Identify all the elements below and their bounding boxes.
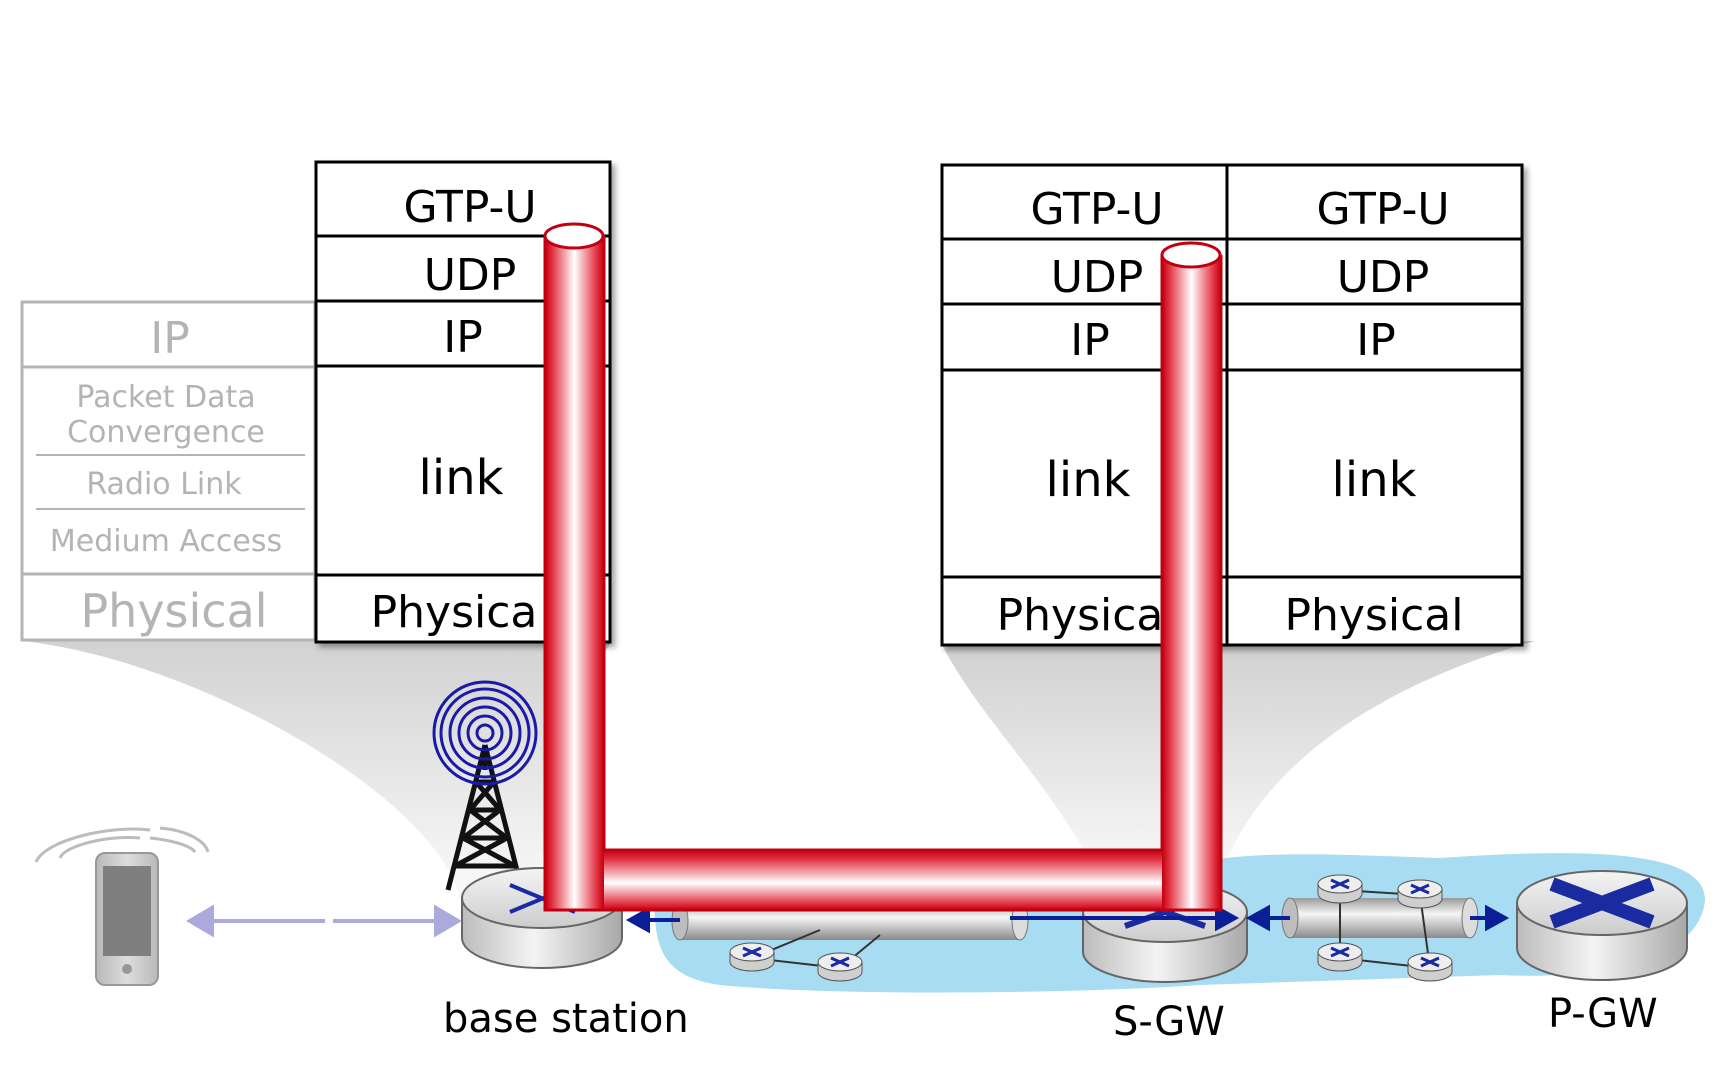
phone-signal-icon: [34, 826, 210, 863]
phone-icon: [95, 852, 159, 986]
mini-router-e: [1317, 942, 1363, 972]
mini-router-c: [1317, 874, 1363, 904]
backhaul-pipe-2: [1281, 897, 1479, 939]
sgw-right-physical-label: Physical: [1285, 590, 1464, 641]
bs-physical-label: Physica: [371, 587, 538, 638]
sgw-left-ip-label: IP: [1070, 315, 1110, 366]
ue-pdcp-label-2: Convergence: [67, 415, 265, 450]
air-interface-arrow: [186, 904, 462, 938]
mini-router-d: [1397, 879, 1443, 909]
sgw-stack: [940, 163, 1524, 647]
ue-stack: [20, 300, 317, 642]
mini-router-a: [729, 942, 775, 972]
base-station-label: base station: [443, 996, 689, 1042]
gtp-tunnel: [543, 222, 1223, 912]
bs-udp-label: UDP: [424, 250, 517, 301]
ue-rlc-label: Radio Link: [86, 467, 242, 502]
sgw-left-gtpu-label: GTP-U: [1030, 184, 1163, 235]
base-station-router-icon: [461, 867, 623, 969]
bs-gtpu-label: GTP-U: [403, 182, 536, 233]
mini-router-f: [1407, 952, 1453, 982]
sgw-right-ip-label: IP: [1356, 315, 1396, 366]
sgw-right-udp-label: UDP: [1337, 252, 1430, 303]
cell-tower-icon: [445, 744, 525, 891]
pgw-router-icon: [1516, 870, 1688, 981]
sgw-right-gtpu-label: GTP-U: [1316, 184, 1449, 235]
bs-link-label: link: [419, 450, 504, 506]
sgw-left-link-label: link: [1046, 452, 1131, 508]
sgw-label: S-GW: [1113, 999, 1225, 1045]
link-arrows: [625, 904, 1510, 934]
bs-ip-label: IP: [443, 312, 483, 363]
sgw-right-link-label: link: [1332, 452, 1417, 508]
ue-pdcp-label-1: Packet Data: [76, 380, 255, 415]
ue-mac-label: Medium Access: [50, 524, 282, 559]
sgw-left-udp-label: UDP: [1051, 252, 1144, 303]
sgw-fan: [940, 641, 1535, 880]
radio-waves-icon: [432, 680, 538, 786]
mini-router-b: [817, 952, 863, 982]
ue-physical-label: Physical: [80, 584, 267, 638]
ue-ip-label: IP: [150, 313, 190, 364]
sgw-left-physical-label: Physica: [997, 590, 1164, 641]
pgw-label: P-GW: [1548, 991, 1658, 1037]
